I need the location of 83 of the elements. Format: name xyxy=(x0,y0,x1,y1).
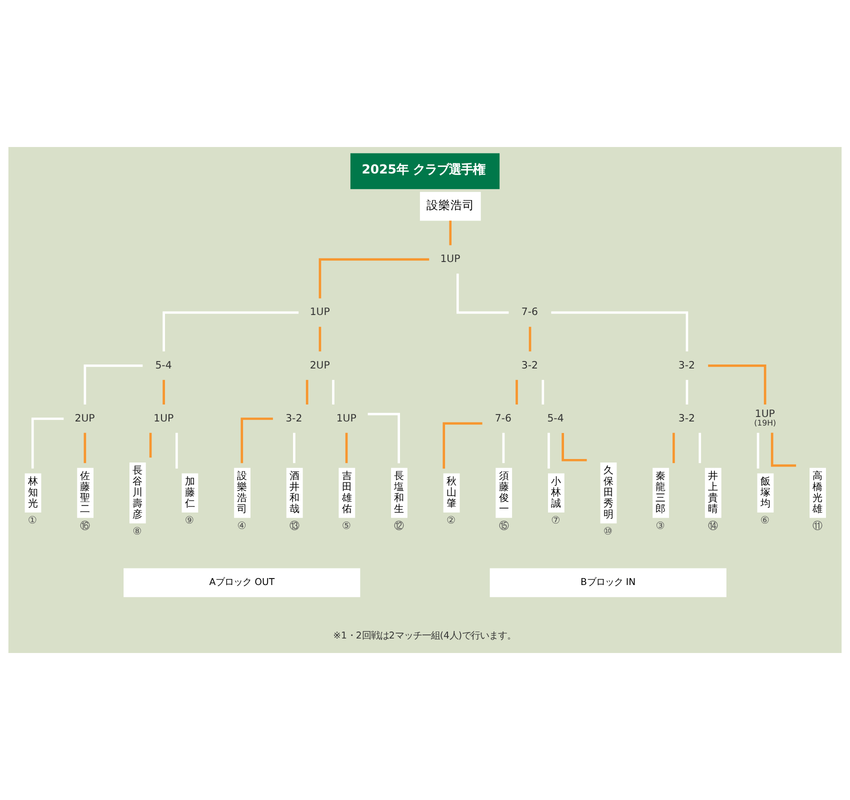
node-box: 高橋光雄 xyxy=(810,468,826,518)
node-label: ⑨ xyxy=(184,516,194,527)
connector xyxy=(516,380,518,405)
node-label: ④ xyxy=(237,521,246,532)
node-label: ③ xyxy=(656,521,665,532)
node-label: ⑮ xyxy=(498,521,509,532)
diagram-title: 2025年 クラブ選手権 xyxy=(362,161,485,176)
node-box: 長谷川壽彦 xyxy=(129,462,146,524)
node-box: 秦龍三郎 xyxy=(652,468,670,518)
node-text: 2UP xyxy=(310,360,330,372)
node-box: 加藤仁 xyxy=(182,473,198,512)
connector xyxy=(149,432,152,458)
connector xyxy=(449,220,452,246)
connector xyxy=(542,380,544,405)
connector xyxy=(162,311,299,352)
node-label: ① xyxy=(28,516,38,527)
connector xyxy=(31,418,64,469)
node-box: 設樂浩司 xyxy=(234,468,250,518)
node-box: 秋山肇 xyxy=(443,473,460,512)
node-label: ⑧ xyxy=(132,526,142,538)
node-box: 吉田雄佑 xyxy=(338,468,356,518)
connector xyxy=(293,432,296,464)
connector xyxy=(332,380,334,405)
connector xyxy=(708,364,766,405)
node-box: 酒井和哉 xyxy=(286,468,303,518)
connector xyxy=(162,380,165,405)
node-box: 設樂浩司 xyxy=(420,192,481,221)
connector xyxy=(548,432,550,469)
node-box: Aブロック OUT xyxy=(124,568,360,598)
connector xyxy=(770,432,796,467)
node-text: 3-2 xyxy=(678,413,695,424)
node-box: 小林誠 xyxy=(548,473,564,512)
connector xyxy=(686,380,688,405)
node-text: 1UP xyxy=(336,413,356,424)
connector xyxy=(698,432,702,464)
node-label: ⑤ xyxy=(342,521,351,532)
node-text: 1UP (19H) xyxy=(754,409,776,428)
connector xyxy=(240,418,273,464)
connector xyxy=(318,326,322,352)
node-label: ⑦ xyxy=(551,516,560,527)
connector xyxy=(306,380,308,405)
node-label: ⑫ xyxy=(394,521,404,532)
node-text: 1UP xyxy=(310,307,330,318)
node-box: 井上貴晴 xyxy=(704,468,722,518)
connector xyxy=(84,432,86,464)
connector xyxy=(84,364,143,405)
connector xyxy=(456,274,509,314)
node-box: 林知光 xyxy=(24,473,42,512)
node-label: ⑭ xyxy=(708,521,718,532)
node-box: 佐藤聖二 xyxy=(77,468,94,518)
node-text: 1UP xyxy=(154,413,174,424)
connector xyxy=(345,432,348,464)
node-box: Bブロック IN xyxy=(490,568,726,598)
connector xyxy=(551,311,688,352)
node-text: 7-6 xyxy=(521,307,538,318)
node-label: ⑪ xyxy=(812,521,823,532)
node-text: 5-4 xyxy=(547,413,564,424)
connector xyxy=(502,432,505,464)
node-text: 3-2 xyxy=(521,360,538,372)
node-text: 3-2 xyxy=(678,360,695,372)
connector xyxy=(442,422,482,469)
node-box: 飯塚均 xyxy=(757,473,774,512)
node-label: ⑬ xyxy=(290,521,300,532)
node-box: 須藤俊一 xyxy=(496,468,512,518)
node-label: ⑩ xyxy=(603,526,613,538)
node-text: 5-4 xyxy=(155,360,172,372)
connector xyxy=(756,432,760,469)
connector xyxy=(528,326,532,352)
node-label: ⑯ xyxy=(80,521,90,532)
node-box: 久保田秀明 xyxy=(600,462,617,524)
node-label: ⑥ xyxy=(760,516,770,527)
node-text: 1UP xyxy=(440,254,460,266)
connector xyxy=(562,432,587,462)
node-text: 3-2 xyxy=(286,413,302,424)
connector xyxy=(368,412,400,464)
caption: ※1・2回戦は2マッチ一組(4人)で行います。 xyxy=(333,630,516,642)
connector xyxy=(318,258,430,298)
connector xyxy=(672,432,675,464)
connector xyxy=(176,432,178,469)
node-text: 7-6 xyxy=(494,413,512,424)
node-label: ② xyxy=(446,516,456,527)
node-box: 長塩和生 xyxy=(391,468,408,518)
node-text: 2UP xyxy=(74,413,95,424)
